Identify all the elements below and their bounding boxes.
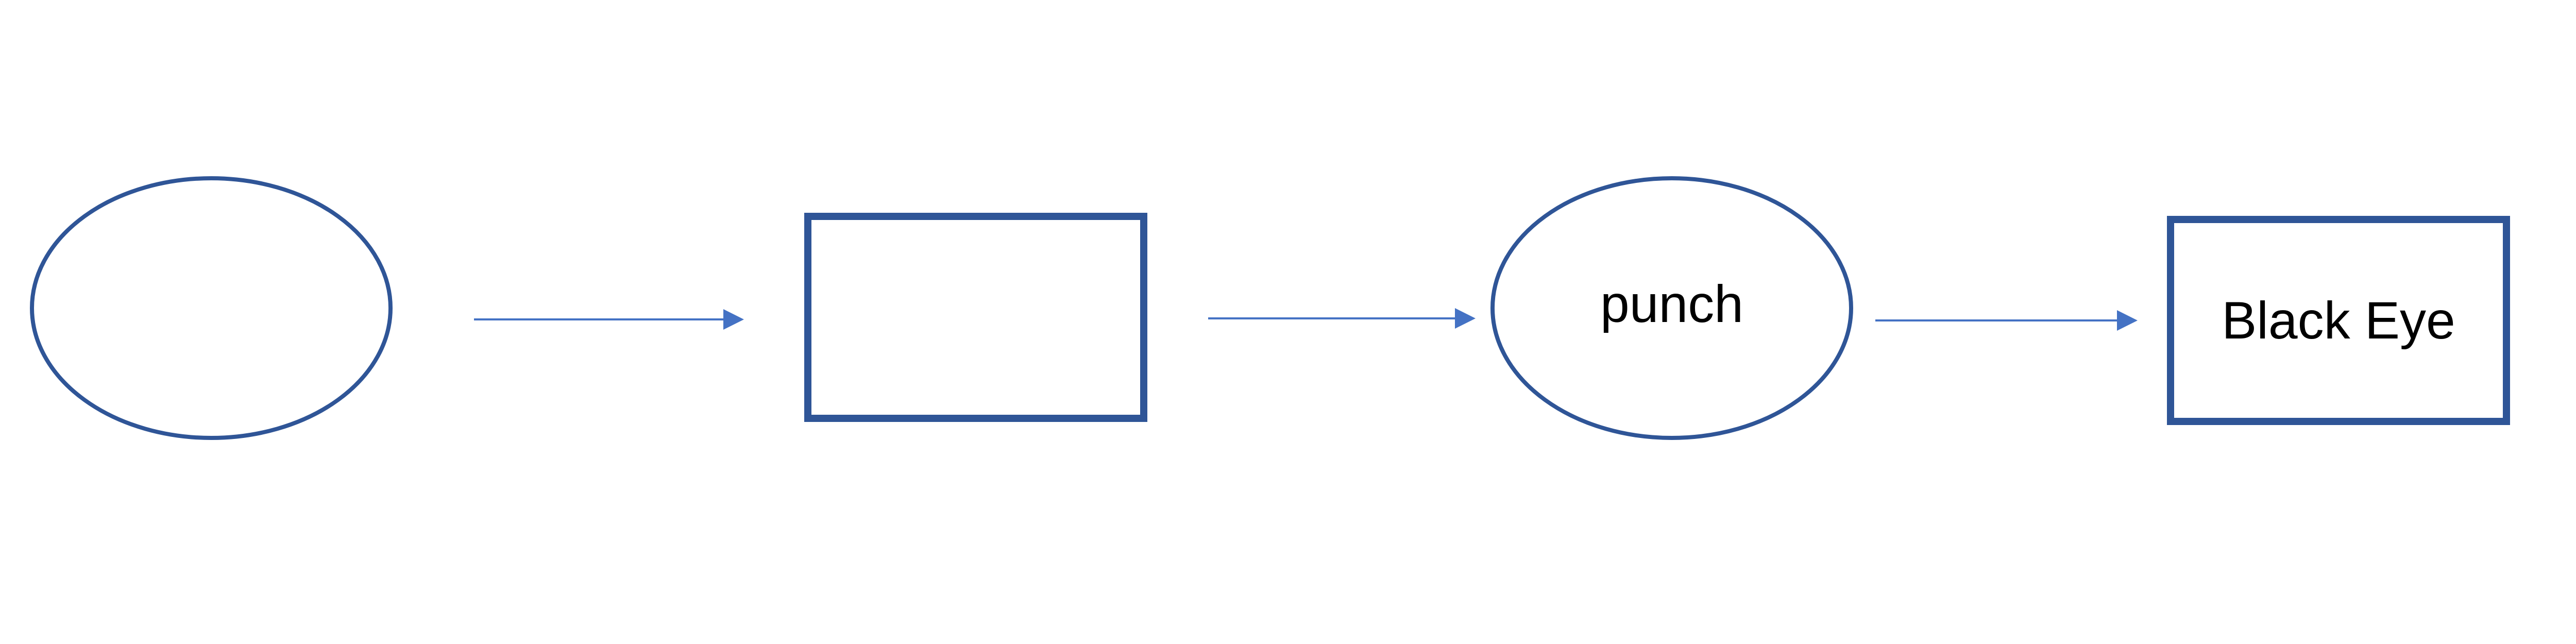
node-rect-2 [804, 213, 1147, 422]
node-label-black-eye: Black Eye [2222, 291, 2455, 350]
node-rect-4: Black Eye [2167, 216, 2510, 425]
node-label-punch: punch [1600, 275, 1743, 333]
node-ellipse-3: punch [1490, 176, 1853, 440]
node-ellipse-1 [30, 176, 393, 440]
